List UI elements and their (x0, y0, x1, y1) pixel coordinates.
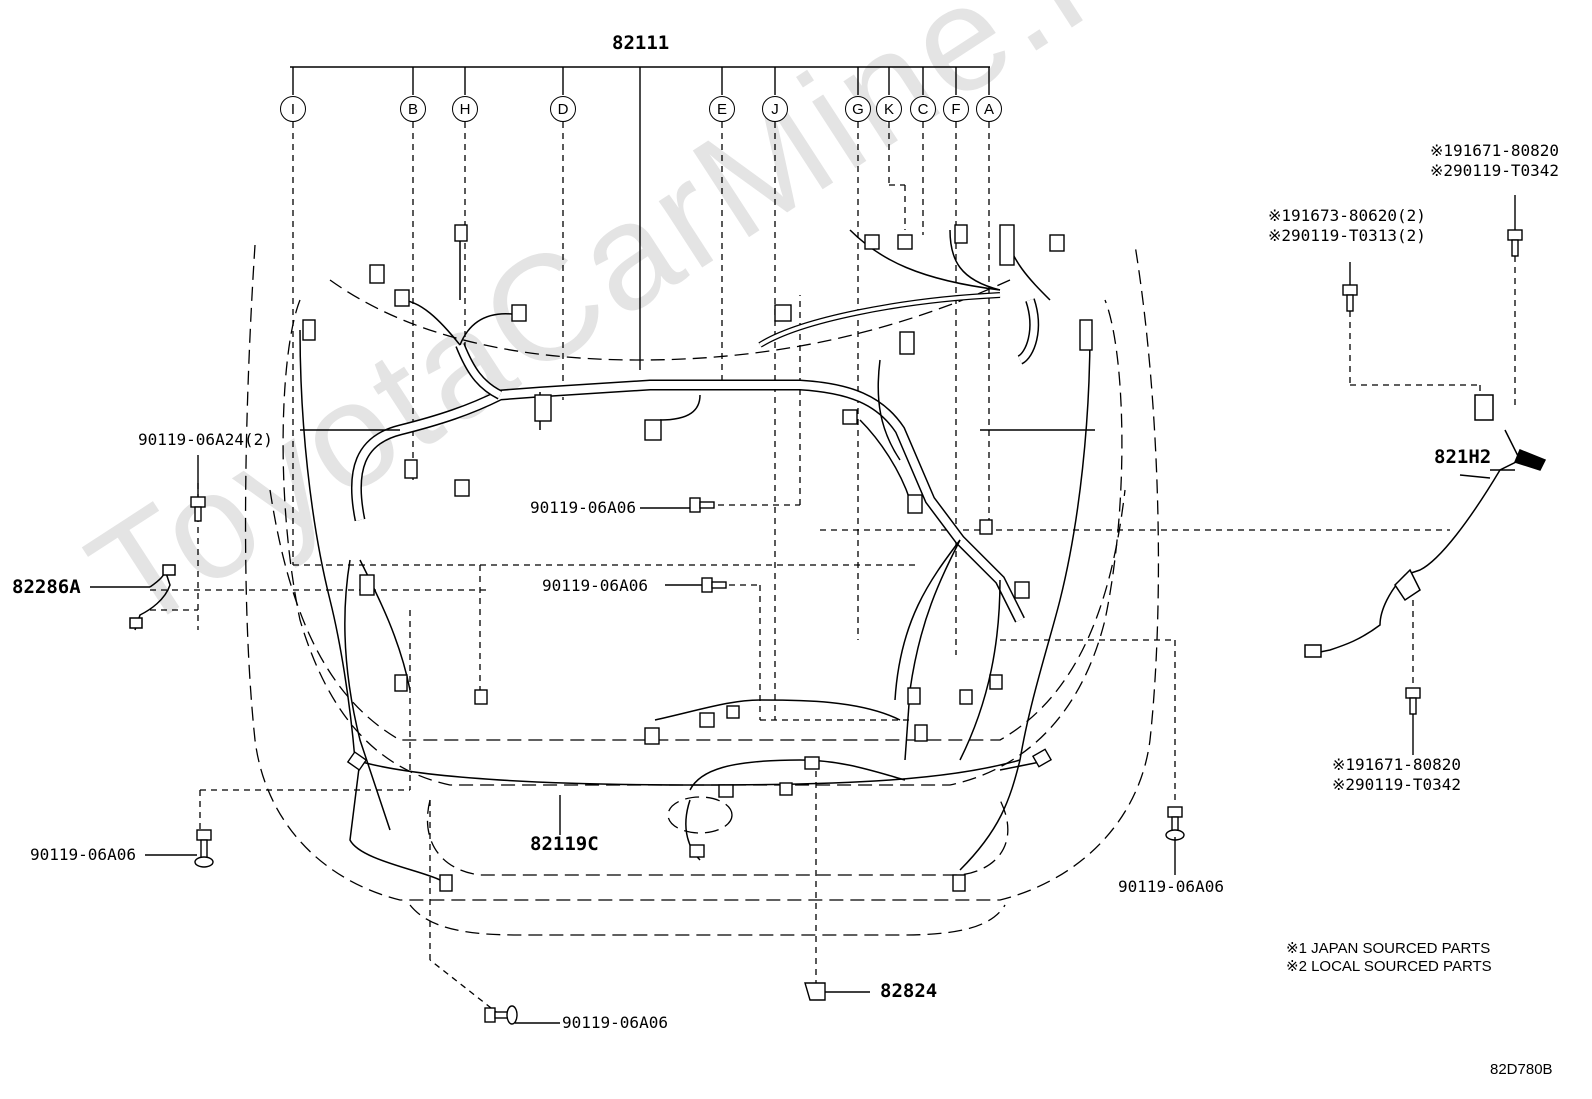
bolt-label-06a06-bottom: 90119-06A06 (562, 1013, 668, 1032)
engine-room-harness (350, 292, 1040, 623)
callout-f: F (943, 96, 969, 122)
car-body-outline (244, 244, 1160, 936)
callout-g: G (845, 96, 871, 122)
sourced-top-right-2: ※290119-T0342 (1430, 161, 1559, 180)
bolt-label-06a06-center-mid: 90119-06A06 (542, 576, 648, 595)
bolt-icons (190, 229, 1523, 1025)
bolt-label-06a06-left-bottom: 90119-06A06 (30, 845, 136, 864)
bolt-icon (484, 1005, 518, 1025)
note-local-sourced: ※2 LOCAL SOURCED PARTS (1286, 958, 1492, 975)
bolt-icon (194, 829, 214, 868)
label-leaders (145, 195, 1516, 1024)
callout-j: J (762, 96, 788, 122)
drawing-id: 82D780B (1490, 1061, 1553, 1078)
bolt-icon (1342, 284, 1358, 312)
sourced-top-right-1: ※191671-80820 (1430, 141, 1559, 160)
clip-icon (804, 982, 870, 1001)
sensor-82286a (90, 564, 176, 631)
bolt-label-06a06-center-top: 90119-06A06 (530, 498, 636, 517)
callout-d: D (550, 96, 576, 122)
callout-c: C (910, 96, 936, 122)
bolt-icon (689, 497, 715, 513)
main-part-label: 82111 (612, 32, 670, 54)
harness-connectors (302, 224, 1093, 892)
bolt-icon (1165, 806, 1185, 841)
callout-i: I (280, 96, 306, 122)
part-label-82286a: 82286A (12, 576, 81, 598)
part-label-82824: 82824 (880, 980, 938, 1002)
harness-821h2 (1304, 394, 1547, 658)
callout-h: H (452, 96, 478, 122)
callout-drops (292, 67, 990, 95)
sourced-mid-right-2: ※290119-T0313(2) (1268, 226, 1426, 245)
bolt-icon (1405, 687, 1421, 715)
part-label-821h2: 821H2 (1434, 446, 1492, 468)
callout-b: B (400, 96, 426, 122)
bolt-label-06a06-right-bottom: 90119-06A06 (1118, 877, 1224, 896)
sourced-bottom-right-2: ※290119-T0342 (1332, 775, 1461, 794)
callout-a: A (976, 96, 1002, 122)
bolt-icon (701, 577, 727, 593)
note-japan-sourced: ※1 JAPAN SOURCED PARTS (1286, 940, 1491, 957)
part-label-82119c: 82119C (530, 833, 599, 855)
bolt-icon (1507, 229, 1523, 257)
branch-wires (299, 229, 1091, 881)
sourced-mid-right-1: ※191673-80620(2) (1268, 206, 1426, 225)
sourced-bottom-right-1: ※191671-80820 (1332, 755, 1461, 774)
bolt-label-06a24: 90119-06A24(2) (138, 430, 273, 449)
bolt-icon (190, 496, 206, 522)
callout-e: E (709, 96, 735, 122)
callout-k: K (876, 96, 902, 122)
callout-leaders (150, 122, 1516, 1016)
sourcing-notes: ※1 JAPAN SOURCED PARTS ※2 LOCAL SOURCED … (1286, 940, 1492, 976)
